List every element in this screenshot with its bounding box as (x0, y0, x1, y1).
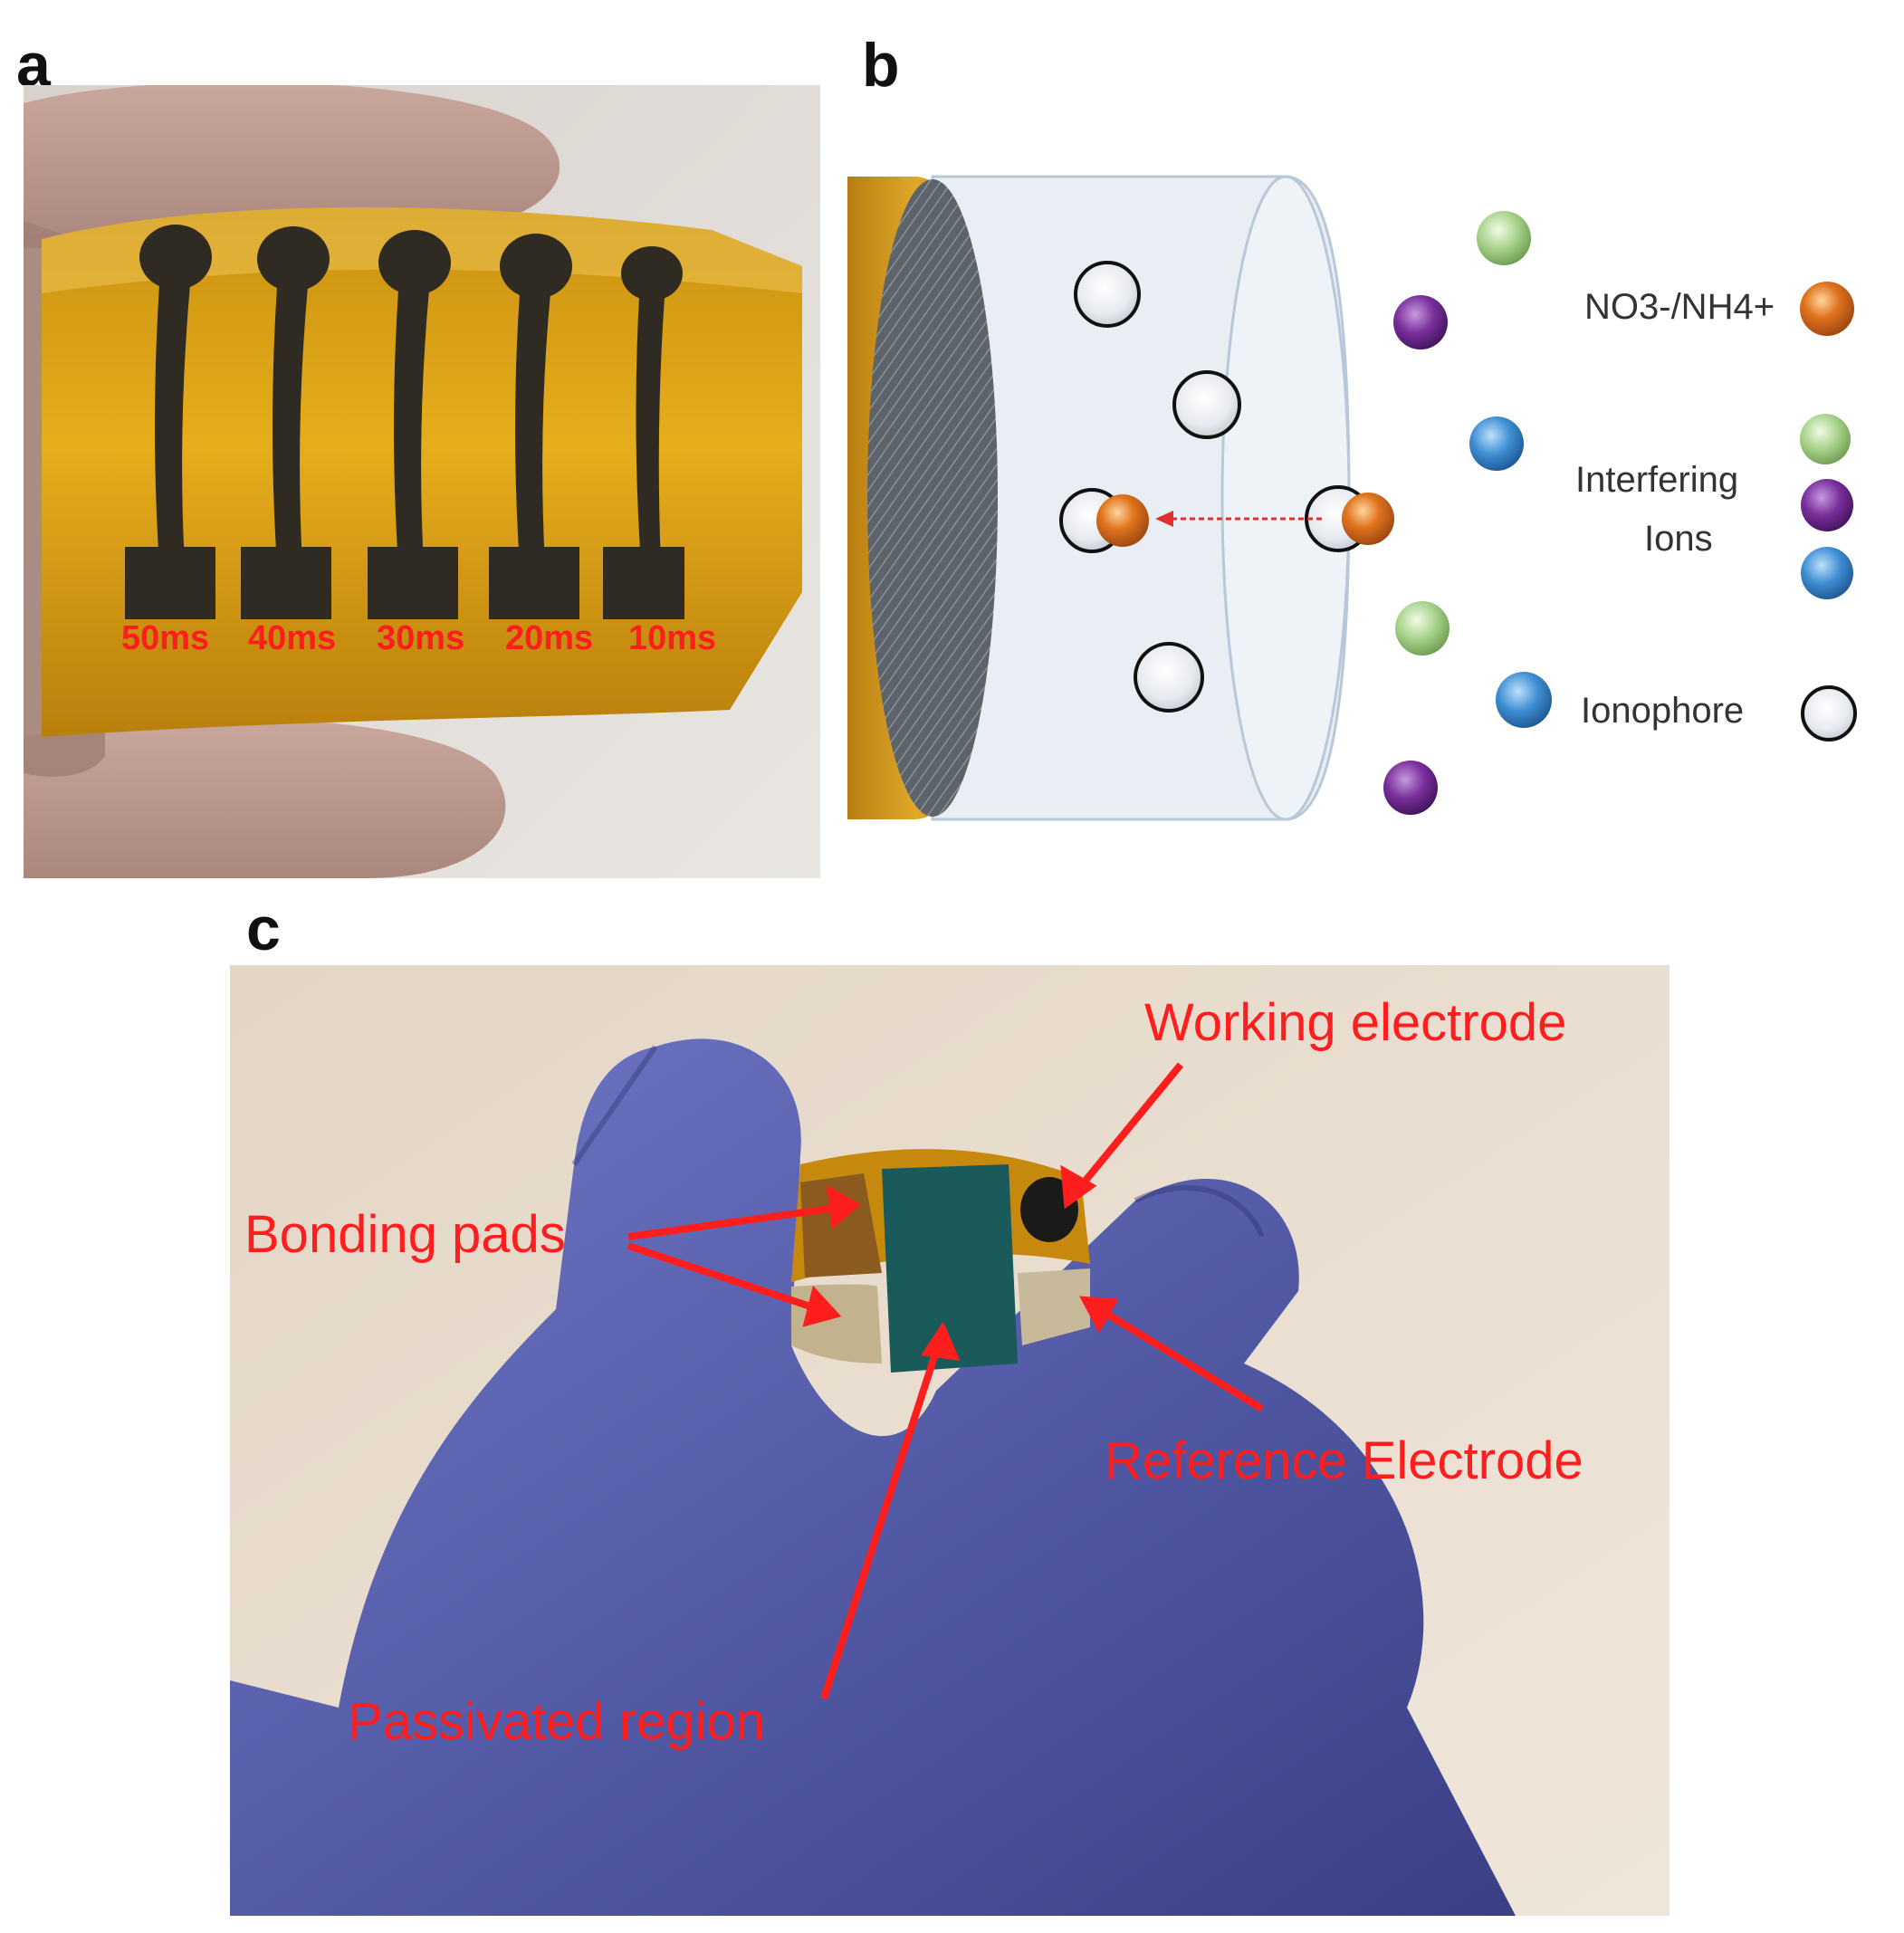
panel-c-photo: Working electrode Bonding pads Reference… (230, 965, 1670, 1916)
working-electrode-label: Working electrode (1144, 993, 1567, 1052)
legend-ionophore-label: Ionophore (1581, 691, 1745, 731)
interfering-ion (1395, 601, 1450, 655)
panel-b-schematic: NO3-/NH4+ Interfering Ions Ionophore (833, 145, 1904, 851)
electrode-label: 40ms (248, 619, 337, 657)
passivated-region-label: Passivated region (348, 1692, 766, 1751)
interfering-ion (1393, 295, 1448, 349)
legend-interfering-blue-icon (1801, 547, 1853, 599)
legend-interfering-label-line1: Interfering (1575, 460, 1739, 500)
bonding-pad-top (800, 1173, 882, 1278)
target-ion-bound (1096, 494, 1149, 547)
reference-electrode (1018, 1268, 1090, 1345)
reference-electrode-label: Reference Electrode (1105, 1431, 1583, 1490)
electrode-label: 50ms (121, 619, 210, 657)
interfering-ion (1496, 672, 1552, 728)
legend-interfering-label-line2: Ions (1644, 519, 1713, 559)
electrode-label: 20ms (505, 619, 594, 657)
legend-interfering-purple-icon (1801, 479, 1853, 531)
membrane-schematic (847, 175, 1857, 821)
annotation-arrows (627, 1062, 1265, 1700)
passivated-region (882, 1164, 1018, 1373)
interfering-ion (1469, 416, 1524, 471)
electrode-traces (125, 225, 684, 619)
bonding-pads-label: Bonding pads (244, 1205, 566, 1264)
electrode-label-row: 50ms 40ms 30ms 20ms 10ms (24, 619, 820, 665)
panel-a-photo: 50ms 40ms 30ms 20ms 10ms (24, 85, 820, 878)
electrode-label: 30ms (377, 619, 465, 657)
finger-bottom (24, 718, 506, 878)
electrode-label: 10ms (628, 619, 717, 657)
interfering-ion (1383, 761, 1438, 815)
finger-top (24, 85, 560, 248)
glove (230, 1038, 1516, 1916)
carbon-layer (867, 179, 998, 817)
legend-target-ion-label: NO3-/NH4+ (1584, 287, 1775, 327)
legend-ionophore-icon (1801, 685, 1857, 742)
interfering-ion (1477, 211, 1531, 265)
panel-b-letter: b (862, 31, 900, 100)
legend-interfering-green-icon (1800, 414, 1851, 464)
target-ion-entering (1342, 493, 1394, 545)
gloved-hand-illustration (230, 965, 1670, 1916)
electrode-array-illustration (24, 85, 820, 878)
legend-target-ion-icon (1800, 282, 1854, 336)
panel-c-letter: c (246, 895, 281, 963)
